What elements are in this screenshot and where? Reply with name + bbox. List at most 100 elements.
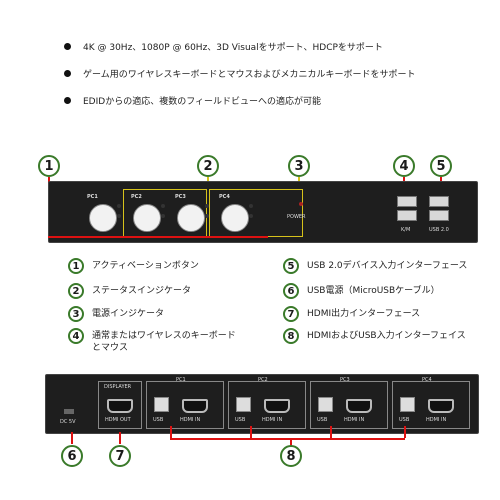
pc2-port-group	[228, 381, 306, 429]
callout-4: 4	[393, 155, 415, 177]
pc3-block: PC3	[171, 190, 211, 234]
callout-3: 3	[288, 155, 310, 177]
legend-num: 8	[283, 328, 299, 344]
legend-num: 1	[68, 258, 84, 274]
usb-label: USB 2.0	[429, 227, 449, 233]
callout-5: 5	[430, 155, 452, 177]
pc1-button[interactable]	[89, 204, 117, 232]
km-usb-port-top	[397, 196, 417, 207]
legend-item-4: 4 通常またはワイヤレスのキーボード とマウス	[68, 328, 258, 354]
hdmi-in-port	[428, 399, 454, 413]
legend-text: HDMIおよびUSB入力インターフェイス	[307, 331, 466, 341]
displayer-group	[98, 381, 142, 429]
hdmi-in-port	[346, 399, 372, 413]
hdmi-in-label: HDMI IN	[262, 417, 283, 423]
back-panel: DC 5V DISPLAYER HDMI OUT PC1 USB HDMI IN…	[45, 374, 479, 434]
legend-num: 2	[68, 283, 84, 299]
legend-num: 4	[68, 328, 84, 344]
displayer-label: DISPLAYER	[104, 384, 132, 390]
legend-item-2: 2 ステータスインジケータ	[68, 283, 191, 299]
usb-port-bottom	[429, 210, 449, 221]
pc3-button[interactable]	[177, 204, 205, 232]
pc1-port-group	[146, 381, 224, 429]
pc4-port-group	[392, 381, 470, 429]
usb-b-port	[236, 397, 251, 412]
bullet-icon	[64, 70, 71, 77]
bullet-icon	[64, 43, 71, 50]
power-led-icon	[299, 202, 303, 206]
pc3-port-group	[310, 381, 388, 429]
status-led-icon	[161, 204, 165, 208]
pc2-back-label: PC2	[258, 377, 268, 383]
legend-item-1: 1 アクティベーションボタン	[68, 258, 199, 274]
usb-label: USB	[317, 417, 328, 423]
pc4-label: PC4	[219, 194, 230, 200]
feature-item: 4K @ 30Hz、1080P @ 60Hz、3D Visualをサポート、HD…	[64, 40, 383, 53]
feature-text: 4K @ 30Hz、1080P @ 60Hz、3D Visualをサポート、HD…	[83, 43, 383, 53]
pc3-back-label: PC3	[340, 377, 350, 383]
legend-item-5: 5 USB 2.0デバイス入力インターフェース	[283, 258, 467, 274]
legend-num: 3	[68, 306, 84, 322]
usb-label: USB	[235, 417, 246, 423]
callout-2: 2	[197, 155, 219, 177]
feature-text: ゲーム用のワイヤレスキーボードとマウスおよびメカニカルキーボードをサポート	[83, 70, 416, 80]
hdmi-in-label: HDMI IN	[426, 417, 447, 423]
pc4-block: PC4	[215, 190, 255, 234]
legend-item-3: 3 電源インジケータ	[68, 306, 164, 322]
status-led-icon	[117, 214, 121, 218]
usb-port-top	[429, 196, 449, 207]
callout-8: 8	[280, 445, 302, 467]
callout-7: 7	[109, 445, 131, 467]
pc3-label: PC3	[175, 194, 186, 200]
pc1-label: PC1	[87, 194, 98, 200]
legend-num: 6	[283, 283, 299, 299]
hdmi-in-port	[264, 399, 290, 413]
legend-text: 電源インジケータ	[92, 309, 165, 319]
hdmi-in-label: HDMI IN	[344, 417, 365, 423]
legend-text: 通常またはワイヤレスのキーボード とマウス	[92, 331, 236, 353]
legend-text: アクティベーションボタン	[92, 261, 199, 271]
legend-text: USB 2.0デバイス入力インターフェース	[307, 261, 468, 271]
legend-num: 7	[283, 306, 299, 322]
pc4-back-label: PC4	[422, 377, 432, 383]
hdmi-out-label: HDMI OUT	[105, 417, 131, 423]
feature-item: EDIDからの適応、複数のフィールドビューへの適応が可能	[64, 94, 321, 107]
usb-b-port	[318, 397, 333, 412]
km-label: K/M	[401, 227, 411, 233]
hdmi-in-port	[182, 399, 208, 413]
usb-b-port	[400, 397, 415, 412]
usb-label: USB	[153, 417, 164, 423]
status-led-icon	[249, 214, 253, 218]
pc2-label: PC2	[131, 194, 142, 200]
pc2-button[interactable]	[133, 204, 161, 232]
pc1-block: PC1	[83, 190, 123, 234]
legend-text: HDMI出力インターフェース	[307, 309, 421, 319]
usb-b-port	[154, 397, 169, 412]
callout-6: 6	[61, 445, 83, 467]
status-led-icon	[249, 204, 253, 208]
legend-item-6: 6 USB電源（MicroUSBケーブル）	[283, 283, 440, 299]
legend-text: ステータスインジケータ	[92, 286, 192, 296]
status-led-icon	[205, 214, 209, 218]
feature-item: ゲーム用のワイヤレスキーボードとマウスおよびメカニカルキーボードをサポート	[64, 67, 415, 80]
usb-label: USB	[399, 417, 410, 423]
status-led-icon	[205, 204, 209, 208]
front-panel: PC1 PC2 PC3 PC4 POWER K/M USB 2.0	[48, 181, 478, 243]
micro-usb-port	[64, 409, 74, 414]
callout-1: 1	[38, 155, 60, 177]
legend-num: 5	[283, 258, 299, 274]
feature-text: EDIDからの適応、複数のフィールドビューへの適応が可能	[83, 97, 322, 107]
legend-item-7: 7 HDMI出力インターフェース	[283, 306, 420, 322]
pc4-button[interactable]	[221, 204, 249, 232]
bullet-icon	[64, 97, 71, 104]
pc2-block: PC2	[127, 190, 167, 234]
km-usb-port-bottom	[397, 210, 417, 221]
pc1-back-label: PC1	[176, 377, 186, 383]
dc-label: DC 5V	[60, 419, 76, 425]
legend-item-8: 8 HDMIおよびUSB入力インターフェイス	[283, 328, 466, 344]
hdmi-out-port	[107, 399, 133, 413]
status-led-icon	[161, 214, 165, 218]
hdmi-in-label: HDMI IN	[180, 417, 201, 423]
status-led-icon	[117, 204, 121, 208]
power-label: POWER	[287, 214, 306, 220]
